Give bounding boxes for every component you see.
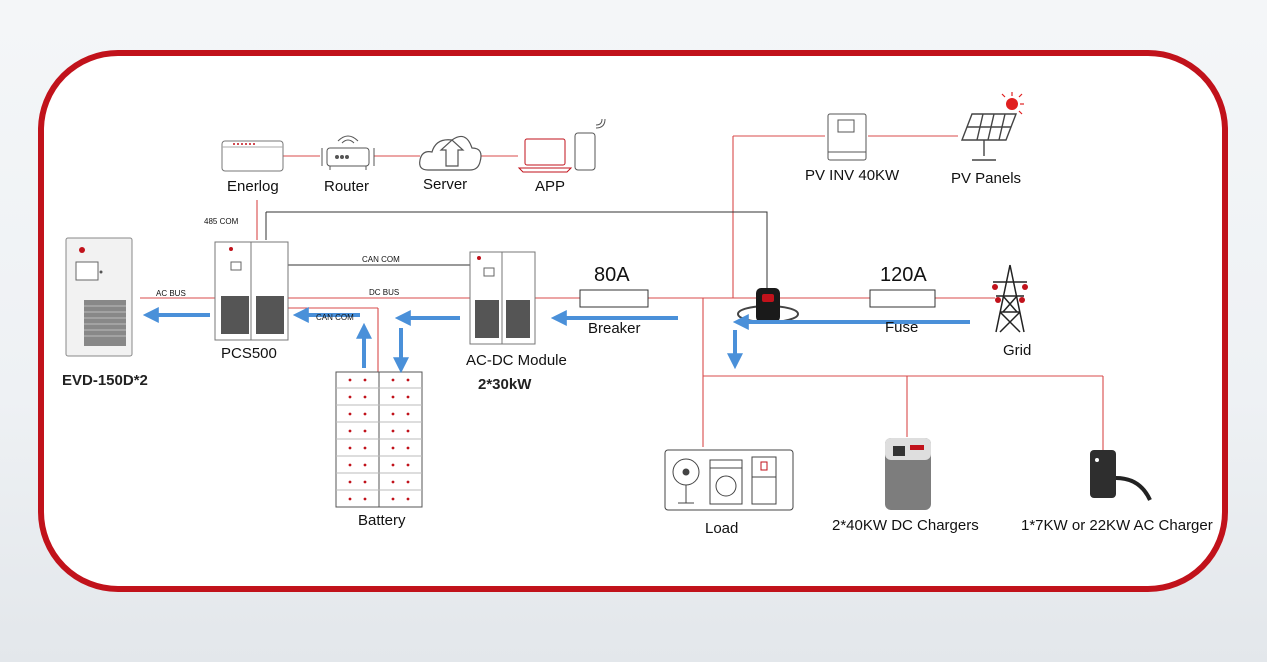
cabinet-icon [469, 251, 536, 345]
pv-panels-label: PV Panels [951, 170, 1022, 187]
pv-inverter-label: PV INV 40KW [805, 167, 900, 184]
datalogger-icon [221, 140, 284, 172]
dc-chargers-label: 2*40KW DC Chargers [832, 517, 979, 534]
fuse-box [869, 289, 936, 308]
transmission-tower-icon [992, 264, 1028, 333]
current-clamp-icon [737, 288, 799, 323]
laptop-phone-icon [517, 118, 606, 173]
fuse-label: Fuse [885, 319, 919, 336]
enerlog-label: Enerlog [227, 178, 279, 195]
load-label: Load [705, 520, 739, 537]
grid-label: Grid [1003, 342, 1032, 359]
server-label: Server [423, 176, 468, 193]
router-label: Router [324, 178, 370, 195]
breaker-box [579, 289, 649, 308]
ac-charger-label: 1*7KW or 22KW AC Charger [1021, 517, 1213, 534]
dc-bus-label: DC BUS [369, 288, 400, 297]
acdc-module-label: AC-DC Module [466, 352, 567, 369]
pcs-label: PCS500 [221, 345, 277, 362]
acdc-rating-label: 2*30kW [478, 376, 532, 393]
battery-rack-icon [335, 371, 423, 508]
battery-label: Battery [358, 512, 406, 529]
router-icon [321, 135, 375, 170]
dc-charger-icon [885, 438, 931, 510]
battery-can-com-label: CAN COM [316, 313, 354, 322]
ac-bus-label: AC BUS [156, 289, 186, 298]
breaker-rating-label: 80A [594, 264, 630, 286]
ac-charger-icon [1090, 450, 1152, 501]
cloud-upload-icon [419, 135, 482, 171]
can-com-label: CAN COM [362, 255, 400, 264]
breaker-label: Breaker [588, 320, 641, 337]
power-flow-arrows [142, 307, 970, 374]
com485-label: 485 COM [204, 217, 239, 226]
cabinet-icon [214, 241, 289, 341]
fuse-rating-label: 120A [880, 264, 927, 286]
solar-panel-icon [960, 92, 1024, 161]
evd-label: EVD-150D*2 [62, 372, 148, 389]
communication-lines [265, 211, 768, 288]
app-label: APP [535, 178, 566, 195]
line-meter-com [266, 211, 768, 288]
cabinet-icon [65, 237, 133, 357]
inverter-icon [827, 113, 867, 161]
appliances-icon [664, 449, 794, 511]
